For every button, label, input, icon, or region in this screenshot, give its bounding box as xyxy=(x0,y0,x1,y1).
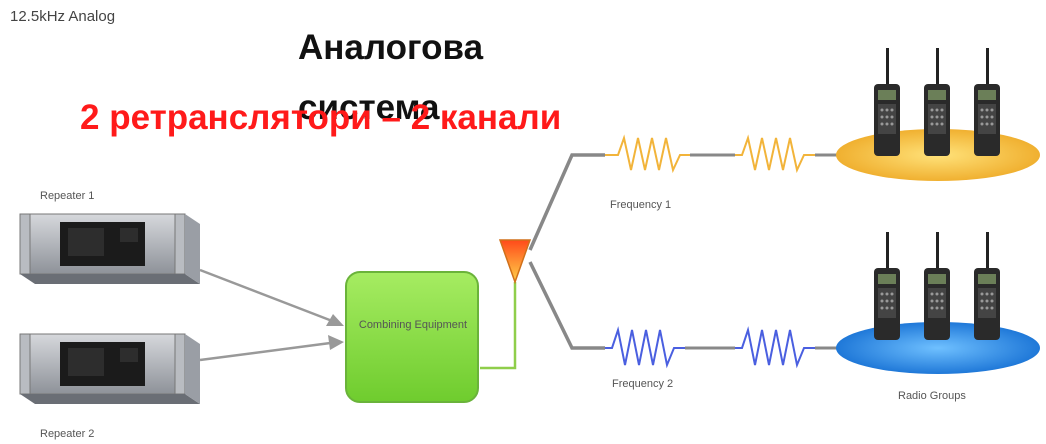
frequency-1-wave-1 xyxy=(605,134,690,174)
radio-groups-label: Radio Groups xyxy=(898,390,966,402)
antenna-icon xyxy=(498,239,532,285)
frequency-1-label: Frequency 1 xyxy=(610,199,672,211)
arrow-head-1 xyxy=(326,314,344,326)
radio-group-2-radio-3-icon xyxy=(974,232,1000,340)
frequency-1-wave-2 xyxy=(735,134,815,174)
repeaters-channels-caption: 2 ретранслятори – 2 канали xyxy=(80,98,562,137)
combining-equipment-box xyxy=(345,271,479,403)
radio-group-2-radio-1-icon xyxy=(874,232,900,340)
repeater-1-icon xyxy=(19,213,201,285)
radio-group-1-radio-3-icon xyxy=(974,48,1000,156)
arrow-head-2 xyxy=(328,335,344,350)
repeater-1-label: Repeater 1 xyxy=(40,190,95,202)
branch-frequency-1 xyxy=(528,153,605,251)
frequency-2-label: Frequency 2 xyxy=(612,378,674,390)
frequency-2-wave-2 xyxy=(735,326,815,369)
arrow-repeater-2 xyxy=(199,340,339,362)
frequency-2-wave-1 xyxy=(605,326,685,369)
mode-label: 12.5kHz Analog xyxy=(10,8,116,25)
arrow-repeater-1 xyxy=(199,268,341,326)
combining-equipment-label: Combining Equipment xyxy=(358,319,468,331)
radio-group-1-radio-1-icon xyxy=(874,48,900,156)
feed-line xyxy=(480,282,517,370)
radio-group-2-radio-2-icon xyxy=(924,232,950,340)
repeater-2-label: Repeater 2 xyxy=(40,428,95,440)
radio-group-1-radio-2-icon xyxy=(924,48,950,156)
branch-frequency-2 xyxy=(528,261,605,350)
slide-title: Аналогова система xyxy=(298,28,484,127)
repeater-2-icon xyxy=(19,333,201,405)
